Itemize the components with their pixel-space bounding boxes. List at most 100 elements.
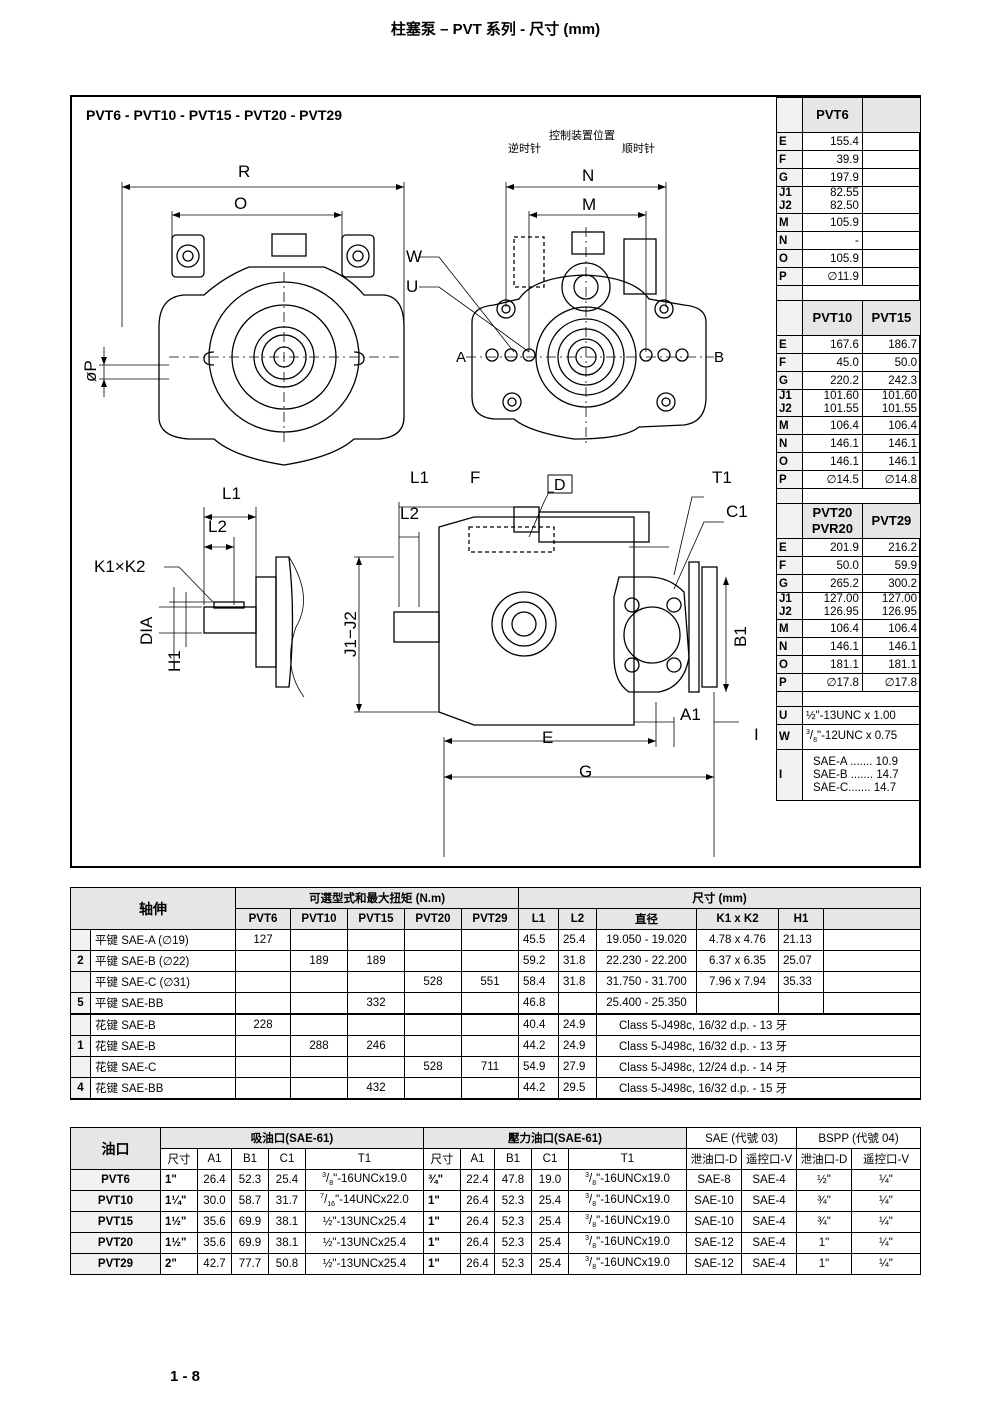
pressure-dim: 47.8 xyxy=(494,1169,532,1191)
shaft-code: 4 xyxy=(70,1077,91,1100)
drain-remote-port: SAE-12 xyxy=(686,1232,742,1254)
dim-value xyxy=(861,213,922,232)
page-number: 1 - 8 xyxy=(170,1368,201,1385)
dim-key: N xyxy=(776,434,803,453)
shaft-code: 2 xyxy=(70,950,91,972)
dim-key-W: W xyxy=(776,723,803,751)
suction-dim: 52.3 xyxy=(231,1169,269,1191)
dim-L1: 40.4 xyxy=(518,1013,559,1036)
dim-value: 106.4 xyxy=(861,619,922,638)
dim-value: ∅17.8 xyxy=(861,673,922,692)
dim-key: P xyxy=(776,673,803,692)
thread-spec: "-16UNCx19.0 xyxy=(596,1194,670,1207)
suction-dim: 38.1 xyxy=(268,1211,306,1233)
max-torque xyxy=(290,929,348,951)
key-size xyxy=(696,992,779,1015)
dim-T1: T1 xyxy=(712,468,732,487)
spline-spec: Class 5-J498c, 16/32 d.p. - 13 牙 xyxy=(596,1013,921,1036)
dim-L1: 58.4 xyxy=(518,971,559,993)
dim-value: 216.2 xyxy=(861,538,922,557)
dimtab-header: PVT29 xyxy=(861,503,922,539)
model: PVT6 xyxy=(70,1169,161,1191)
drawing-frame: PVT6 - PVT10 - PVT15 - PVT20 - PVT29 xyxy=(70,95,922,868)
model: PVT15 xyxy=(70,1211,161,1233)
shaft-type: 平键 SAE-BB xyxy=(90,992,236,1015)
shaft-type: 平键 SAE-C (∅31) xyxy=(90,971,236,993)
port-header: 油口 xyxy=(70,1127,161,1170)
suction-header: 吸油口(SAE-61) xyxy=(160,1127,424,1149)
pressure-dim: 25.4 xyxy=(531,1211,569,1233)
sub-header: 尺寸 xyxy=(423,1148,461,1170)
dim-H1: H1 xyxy=(165,650,184,672)
dimtab-spacer xyxy=(802,488,921,504)
dim-value: 50.0 xyxy=(802,556,863,575)
max-torque xyxy=(290,1013,348,1036)
dim-value xyxy=(861,249,922,268)
dim-value xyxy=(861,267,922,286)
dim-value: 59.9 xyxy=(861,556,922,575)
max-torque xyxy=(461,950,519,972)
drain-remote-port: ¾" xyxy=(796,1190,852,1212)
dim-value: 201.9 xyxy=(802,538,863,557)
diameter: 25.400 - 25.350 xyxy=(596,992,697,1015)
fraction-den: 8 xyxy=(592,1180,597,1188)
pressure-dim: 1" xyxy=(423,1190,461,1212)
fraction-den: 8 xyxy=(592,1243,597,1251)
dim-H1: 35.33 xyxy=(778,971,824,993)
flange-depth: SAE-B ....... 14.7 xyxy=(813,768,899,781)
max-torque xyxy=(404,929,462,951)
dim-value-2: 101.55 xyxy=(823,403,859,415)
dim-value-1: 127.00 xyxy=(823,593,859,605)
dim-value: 181.1 xyxy=(802,655,863,674)
max-torque xyxy=(461,992,519,1015)
drain-remote-port: SAE-10 xyxy=(686,1190,742,1212)
dim-L1-left: L1 xyxy=(222,484,241,503)
drain-remote-port: SAE-4 xyxy=(741,1169,797,1191)
dim-value: 106.4 xyxy=(802,619,863,638)
dim-value-1: 127.00 xyxy=(881,593,917,605)
dim-key: F xyxy=(776,556,803,575)
dim-value: 181.1 xyxy=(861,655,922,674)
fraction-num: 3 xyxy=(322,1172,327,1180)
max-torque: 127 xyxy=(235,929,291,951)
dim-value: 106.4 xyxy=(802,416,863,435)
dim-key: O xyxy=(776,452,803,471)
suction-thread: 7/16"-14UNCx22.0 xyxy=(305,1190,424,1212)
thread-spec: ½"-13UNCx25.4 xyxy=(322,1216,407,1228)
pressure-dim: 25.4 xyxy=(531,1232,569,1254)
dim-key: E xyxy=(776,538,803,557)
thread-spec: "-12UNC x 0.75 xyxy=(817,729,898,742)
fraction-den: 16 xyxy=(327,1201,336,1209)
model-col-header: PVT20 xyxy=(404,908,462,930)
dim-value: ∅14.5 xyxy=(802,470,863,489)
dim-col-header: 直径 xyxy=(596,908,697,930)
pressure-header: 壓力油口(SAE-61) xyxy=(423,1127,687,1149)
drain-remote-port: 1" xyxy=(796,1232,852,1254)
pressure-thread: 3/8"-16UNCx19.0 xyxy=(568,1232,687,1254)
dim-L1: 54.9 xyxy=(518,1056,559,1078)
dim-value: 106.4 xyxy=(861,416,922,435)
spline-spec: Class 5-J498c, 16/32 d.p. - 15 牙 xyxy=(596,1077,921,1100)
fraction-num: 3 xyxy=(585,1193,590,1201)
dim-E: E xyxy=(542,728,553,747)
cw-label: 顺时针 xyxy=(622,141,655,155)
flange-depth: SAE-A ....... 10.9 xyxy=(813,755,899,768)
drain-remote-port: ¼" xyxy=(851,1253,921,1275)
dim-value: 186.7 xyxy=(861,335,922,354)
dim-L2-left: L2 xyxy=(208,517,227,536)
suction-thread: 3/8"-16UNCx19.0 xyxy=(305,1169,424,1191)
dimtab-spacer xyxy=(776,488,803,504)
dim-value: 146.1 xyxy=(861,434,922,453)
sub-header: 遥控口-V xyxy=(741,1148,797,1170)
dimtab-corner xyxy=(776,97,803,133)
max-torque xyxy=(404,950,462,972)
